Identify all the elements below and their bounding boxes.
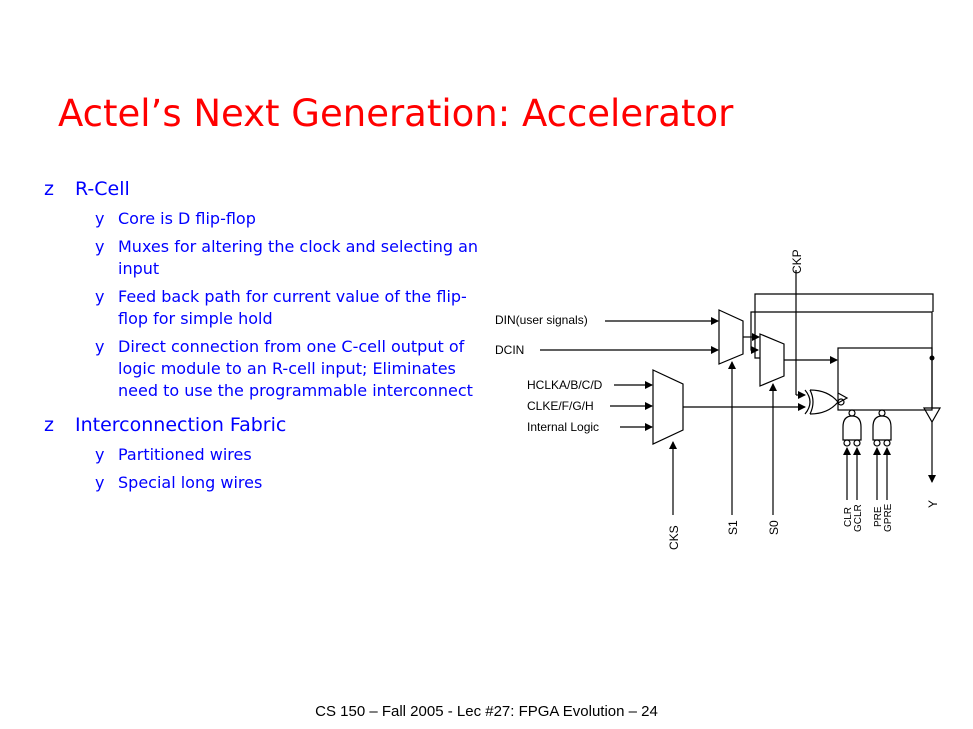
clr-label: CLR — [843, 507, 854, 527]
sub-bullet-text: Core is D flip-flop — [118, 209, 256, 228]
sub-bullet: y Partitioned wires — [44, 444, 492, 466]
s1-label: S1 — [726, 520, 740, 535]
input-label-hclk: HCLKA/B/C/D — [527, 378, 603, 392]
y-label: Y — [926, 500, 940, 508]
sub-bullet-marker: y — [95, 287, 105, 306]
pre-nand-gate — [872, 415, 892, 441]
sub-bullet: y Direct connection from one C-cell outpu… — [44, 336, 492, 402]
bullet-r-cell: z R-Cell — [44, 178, 464, 201]
s0-label: S0 — [767, 520, 781, 535]
cks-label: CKS — [667, 525, 681, 550]
clr-bubble — [848, 409, 856, 417]
sub-bullet: y Special long wires — [44, 472, 492, 494]
sub-bullet: y Muxes for altering the clock and select… — [44, 236, 492, 280]
sub-bullet-marker: y — [95, 445, 105, 464]
sub-bullet-text: Muxes for altering the clock and selecti… — [118, 237, 479, 278]
sub-bullet-marker: y — [95, 473, 105, 492]
pre-label: PRE — [873, 506, 884, 527]
d-flip-flop — [837, 347, 933, 411]
bullet-text: Interconnection Fabric — [75, 414, 287, 436]
gpre-label: GPRE — [883, 503, 894, 532]
input-label-clke: CLKE/F/G/H — [527, 399, 594, 413]
bullet-marker: z — [44, 178, 54, 200]
bullet-text: R-Cell — [75, 178, 130, 200]
r-cell-diagram: DIN(user signals) DCIN HCLKA/B/C/D CLKE/… — [495, 249, 942, 550]
gclr-label: GCLR — [853, 504, 864, 532]
sub-bullet-marker: y — [95, 337, 105, 356]
pre-bubble — [878, 409, 886, 417]
input-label-internal-logic: Internal Logic — [527, 420, 599, 434]
sub-bullet-text: Direct connection from one C-cell output… — [118, 337, 473, 400]
bullet-interconnection-fabric: z Interconnection Fabric — [44, 414, 464, 437]
clr-nand-gate — [842, 415, 862, 441]
input-mux-2 — [759, 333, 785, 387]
sub-bullet-text: Partitioned wires — [118, 445, 252, 464]
input-label-dcin: DCIN — [495, 343, 524, 357]
sub-bullet-marker: y — [95, 237, 105, 256]
slide-footer: CS 150 – Fall 2005 - Lec #27: FPGA Evolu… — [315, 703, 658, 720]
sub-bullet: y Feed back path for current value of the… — [44, 286, 492, 330]
sub-bullet-text: Feed back path for current value of the … — [118, 287, 467, 328]
feedback-path — [750, 311, 933, 358]
sub-bullet-text: Special long wires — [118, 473, 263, 492]
clock-mux — [652, 369, 684, 445]
input-label-din: DIN(user signals) — [495, 313, 588, 327]
bullet-marker: z — [44, 414, 54, 436]
input-mux-1 — [718, 309, 744, 365]
ckp-label: CKP — [790, 249, 804, 274]
sub-bullet: y Core is D flip-flop — [44, 208, 492, 230]
xor-gate — [804, 389, 811, 415]
sub-bullet-marker: y — [95, 209, 105, 228]
slide-title: Actel’s Next Generation: Accelerator — [58, 92, 734, 135]
